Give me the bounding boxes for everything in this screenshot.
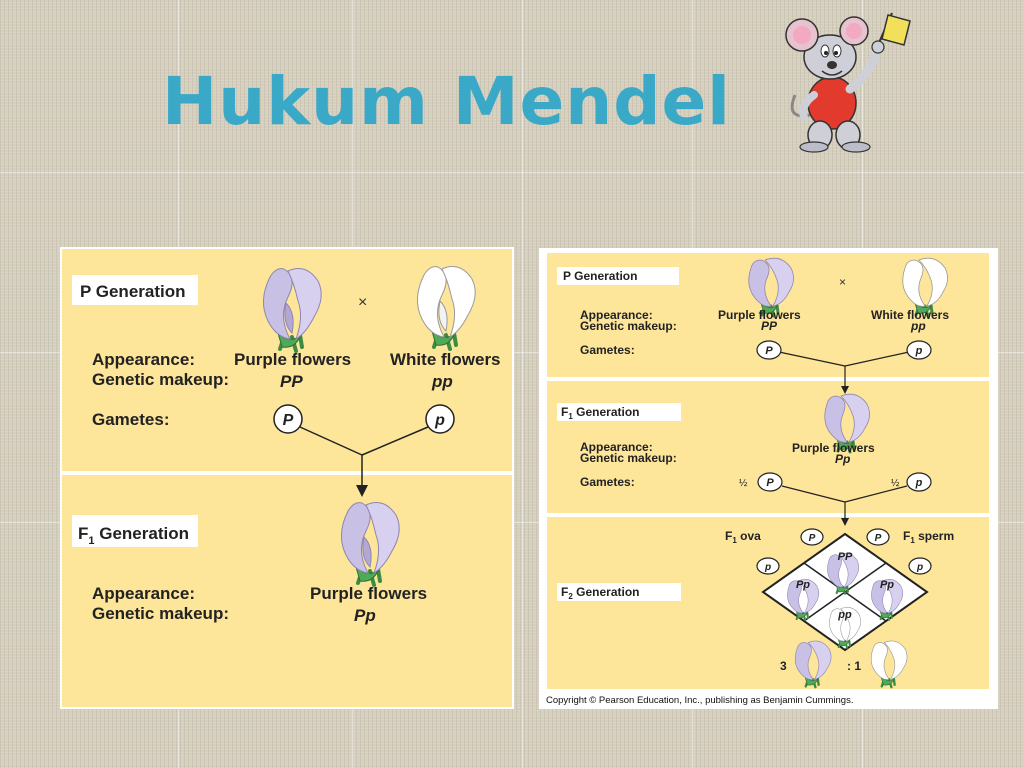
gamete-P-circle [756,340,782,360]
mouse-mascot-icon [785,12,911,153]
genotype-pp: pp [431,372,453,391]
f1-genotype: Pp [354,606,376,625]
punnett-PP: PP [838,551,853,563]
mendel-cross-svg: P Generation × Appearance: Genetic makeu… [62,249,512,707]
appearance-label: Appearance: [580,308,653,322]
f1-genetic-makeup-label: Genetic makeup: [580,451,677,465]
arrow-down-icon [356,485,368,497]
cross-symbol: × [358,294,367,311]
arrow-down-icon [841,518,849,526]
f1-gamete-P-circle [757,472,783,492]
mendel-cross-diagram-full: P Generation × Appearance: Genetic makeu… [539,248,998,709]
f1-sperm-label: F1 sperm [903,529,954,545]
sperm-P-circle [866,528,890,546]
purple-flowers-label: Purple flowers [234,350,351,369]
mendel-punnett-svg: P Generation × Appearance: Genetic makeu… [546,253,989,706]
f1-generation-label-box [72,515,198,547]
sperm-P-label: P [875,533,882,544]
mendel-cross-diagram-simple: P Generation × Appearance: Genetic makeu… [60,247,514,709]
f1-purple-flowers-label: Purple flowers [310,584,427,603]
background-texture-line [522,0,523,768]
f1-gamete-P-label: P [766,477,774,489]
f1-appearance-label: Appearance: [92,584,195,603]
appearance-label: Appearance: [92,350,195,369]
f1-gamete-p-label: p [915,477,923,489]
genotype-PP: PP [280,372,303,391]
genetic-makeup-label: Genetic makeup: [92,370,229,389]
f1-genotype: Pp [835,452,850,466]
gametes-label: Gametes: [92,410,169,429]
gametes-label: Gametes: [580,343,635,357]
white-flowers-label: White flowers [871,308,949,322]
gamete-P-circle [273,404,303,434]
f1-gamete-p-circle [906,472,932,492]
gamete-P-label: P [765,345,773,357]
gamete-p-label: p [915,345,923,357]
gamete-p-circle [425,404,455,434]
p-generation-label-box [72,275,198,305]
half-fraction-right: ½ [891,478,900,489]
f1-generation-section [62,475,512,707]
gamete-p-circle [906,340,932,360]
f1-generation-label: F1 Generation [561,405,639,421]
gamete-p-label: p [434,412,445,429]
purple-flowers-label: Purple flowers [718,308,801,322]
f2-generation-label: F2 Generation [561,585,639,601]
ratio-white-count: : 1 [847,659,861,673]
ratio-purple-count: 3 [780,659,787,673]
half-fraction-left: ½ [739,478,748,489]
f1-gametes-label: Gametes: [580,475,635,489]
ova-P-circle [800,528,824,546]
sperm-p-label: p [916,562,923,573]
f1-generation-label: F1 Generation [78,524,189,547]
f1-purple-flowers-label: Purple flowers [792,441,875,455]
gamete-P-label: P [283,412,294,429]
background-texture-line [0,172,1024,173]
p-generation-label: P Generation [563,269,637,283]
genotype-PP: PP [761,319,778,333]
f2-generation-label-box [557,583,681,601]
slide-title: Hukum Mendel [162,63,731,140]
ova-p-circle [756,557,780,575]
f2-generation-section [547,517,989,689]
f1-appearance-label: Appearance: [580,440,653,454]
punnett-Pp-left: Pp [796,579,810,591]
p-generation-label-box [557,267,679,285]
p-generation-label: P Generation [80,282,186,301]
f1-genetic-makeup-label: Genetic makeup: [92,604,229,623]
genotype-pp: pp [910,319,926,333]
copyright-notice: Copyright © Pearson Education, Inc., pub… [546,695,853,706]
sperm-p-circle [908,557,932,575]
punnett-pp: pp [837,609,852,621]
genetic-makeup-label: Genetic makeup: [580,319,677,333]
cross-symbol: × [839,275,846,289]
white-flowers-label: White flowers [390,350,501,369]
ova-p-label: p [764,562,771,573]
arrow-down-icon [841,386,849,394]
f1-generation-label-box [557,403,681,421]
f1-ova-label: F1 ova [725,529,761,545]
ova-P-label: P [809,533,816,544]
punnett-Pp-right: Pp [880,579,894,591]
